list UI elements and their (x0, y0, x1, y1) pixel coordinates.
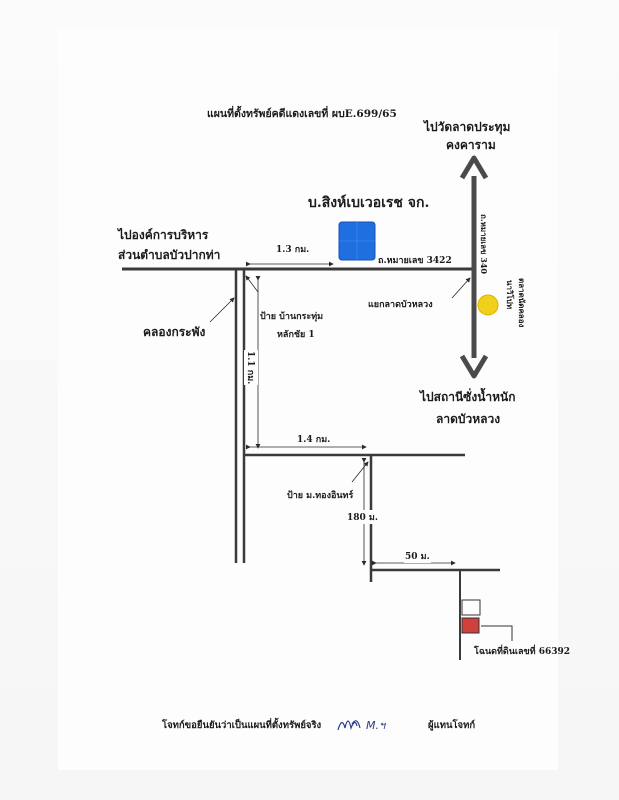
certify-statement: โจทก์ขอยืนยันว่าเป็นแผนที่ตั้งทรัพย์จริง (162, 720, 322, 731)
neighbor-parcel (461, 599, 481, 616)
signature-mark (337, 720, 361, 731)
north-destination-line2: คงคาราม (446, 138, 496, 152)
road-340-label: ถ.หมายเลข 340 (479, 214, 489, 274)
canal-pointer (209, 297, 235, 323)
company-label: บ.สิงห์เบเวอเรช จก. (308, 195, 430, 211)
sign1-line1: ป้าย บ้านกระทุ่ม (260, 312, 324, 322)
west-destination-line2: ส่วนตำบลบัวปากท่า (118, 248, 221, 262)
distance-4: 180 ม. (346, 510, 379, 524)
distance-2: 1.1 กม. (244, 350, 258, 386)
junction-pointer (451, 277, 471, 299)
road-3422-label: ถ.หมายเลข 3422 (378, 256, 452, 266)
sign2-label: ป้าย ม.ทองอินทร์ (287, 491, 354, 501)
distance-5: 50 ม. (404, 549, 431, 563)
plaintiff-representative: ผู้แทนโจทก์ (428, 720, 476, 731)
parcel-label: โฉนดที่ดินเลขที่ 66392 (474, 647, 571, 657)
sign1-pointer (245, 275, 259, 293)
paper-sheet (58, 30, 558, 770)
north-arrowhead (459, 155, 489, 180)
distance-3: 1.4 กม. (296, 432, 332, 446)
market-label-line2: นาวิโปท (505, 280, 515, 310)
junction-label: แยกลาดบัวหลวง (368, 300, 433, 310)
distance-1: 1.3 กม. (275, 242, 311, 256)
south-arrowhead (459, 354, 489, 379)
canal-label: คลองกระพัง (143, 325, 206, 339)
map-title: แผนที่ตั้งทรัพย์คดีแดงเลขที่ ผบE.699/65 (207, 108, 397, 120)
parcel-pointer (481, 625, 513, 641)
market-label-line1: ตลาดนัดคลอง (517, 278, 527, 328)
signature: M.ฯ (366, 719, 386, 732)
west-destination-line1: ไปองค์การบริหาร (118, 228, 209, 242)
market-marker (477, 294, 499, 316)
sign1-line2: หลักชัย 1 (277, 330, 315, 340)
sign2-pointer (351, 461, 369, 483)
north-destination-line1: ไปวัดลาดประทุม (424, 120, 511, 134)
south-destination-line2: ลาดบัวหลวง (436, 412, 501, 426)
south-destination-line1: ไปสถานีซั่งน้ำหนัก (420, 390, 516, 404)
target-parcel (461, 617, 480, 634)
